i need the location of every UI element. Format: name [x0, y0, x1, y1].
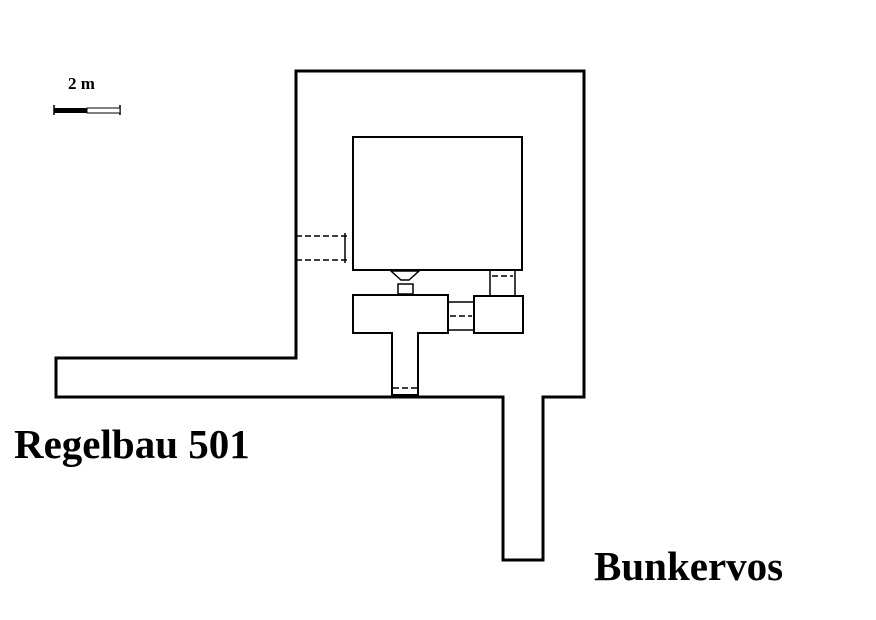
scale-bar-label: 2 m [68, 74, 95, 93]
side-passage [296, 233, 350, 263]
entrance-corridor [352, 294, 449, 396]
scale-bar [53, 105, 121, 115]
main-room [352, 136, 523, 271]
gas-lock [447, 269, 524, 334]
diagram-title: Regelbau 501 [14, 421, 250, 467]
periscope-fitting [389, 270, 421, 295]
outer-wall [54, 69, 586, 562]
source-credit: Bunkervos [594, 543, 784, 589]
